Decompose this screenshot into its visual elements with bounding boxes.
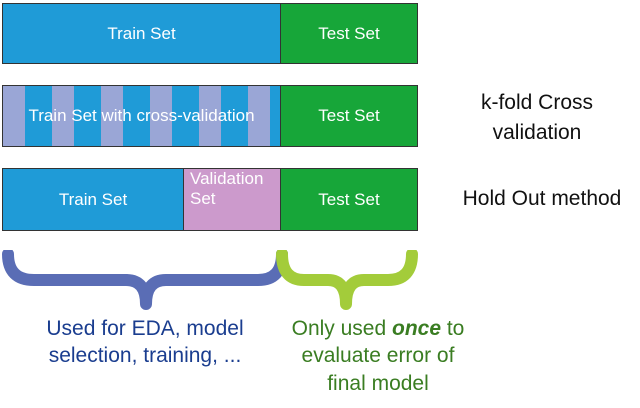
right-caption: Only used once to evaluate error of fina… bbox=[268, 315, 488, 397]
validation-set-segment: Validation Set bbox=[183, 169, 280, 230]
validation-label-line2: Set bbox=[190, 188, 216, 208]
test-set-label: Test Set bbox=[318, 106, 380, 126]
validation-label-line1: Validation bbox=[190, 169, 264, 188]
left-caption-line2: selection, training, ... bbox=[48, 344, 242, 368]
kfold-label-line1: k-fold Cross bbox=[480, 91, 594, 114]
kfold-method-label: k-fold Cross validation bbox=[452, 88, 622, 149]
kfold-label-line2: validation bbox=[492, 121, 582, 145]
left-caption: Used for EDA, model selection, training,… bbox=[0, 315, 290, 370]
right-brace bbox=[276, 250, 418, 310]
holdout-method-label: Hold Out method bbox=[462, 187, 622, 210]
test-set-label: Test Set bbox=[318, 189, 380, 209]
right-caption-line3: final model bbox=[327, 371, 429, 395]
cv-train-set-segment: Train Set with cross-validation bbox=[3, 86, 280, 146]
train-set-segment: Train Set bbox=[3, 169, 183, 230]
right-caption-line2: evaluate error of bbox=[301, 344, 455, 368]
cv-train-set-label: Train Set with cross-validation bbox=[28, 106, 255, 126]
split-bar-kfold: Train Set with cross-validation Test Set bbox=[2, 85, 418, 147]
left-brace bbox=[2, 250, 288, 310]
right-caption-line1: Only used once to bbox=[268, 315, 488, 342]
left-caption-line1: Used for EDA, model bbox=[46, 317, 244, 340]
test-set-label: Test Set bbox=[318, 23, 380, 43]
train-set-label: Train Set bbox=[58, 189, 128, 209]
test-set-segment: Test Set bbox=[280, 169, 417, 230]
train-set-label: Train Set bbox=[107, 23, 176, 43]
right-caption-emphasis: once bbox=[392, 317, 442, 340]
right-caption-prefix: Only used bbox=[291, 317, 392, 340]
right-caption-suffix: to bbox=[441, 317, 465, 340]
split-bar-holdout: Train Set Validation Set Test Set bbox=[2, 168, 418, 231]
test-set-segment: Test Set bbox=[280, 86, 417, 146]
test-set-segment: Test Set bbox=[280, 4, 417, 63]
split-bar-basic: Train Set Test Set bbox=[2, 3, 418, 64]
train-set-segment: Train Set bbox=[3, 4, 280, 63]
